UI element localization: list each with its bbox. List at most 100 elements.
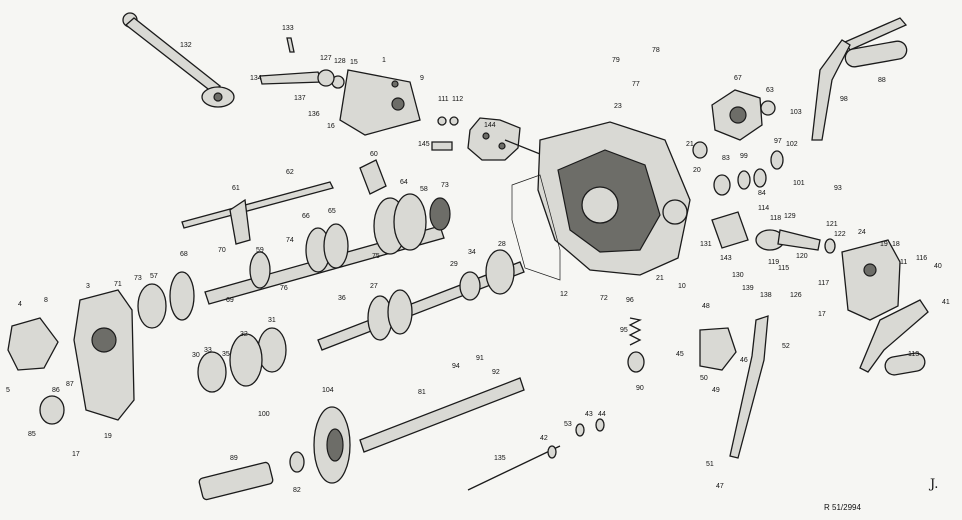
- part-number-label: 4: [18, 301, 22, 308]
- part-number-label: 130: [732, 272, 744, 279]
- part-number-label: 73: [134, 275, 142, 282]
- part-number-label: 115: [778, 265, 789, 272]
- part-number-label: 116: [916, 255, 927, 262]
- part-number-label: 90: [636, 385, 644, 392]
- part-number-label: 126: [790, 292, 802, 299]
- part-number-label: 97: [774, 138, 782, 145]
- part-number-label: 23: [614, 103, 622, 110]
- part-number-label: 119: [768, 259, 779, 266]
- part-number-label: 62: [286, 169, 294, 176]
- part-number-label: 145: [418, 141, 430, 148]
- part-number-label: 36: [338, 295, 346, 302]
- selector-rod-part: [181, 159, 387, 245]
- part-number-label: 129: [784, 213, 796, 220]
- part-number-label: 91: [476, 355, 484, 362]
- kickstart-crank-part: [811, 17, 908, 141]
- part-number-label: 82: [293, 487, 301, 494]
- part-number-label: 67: [734, 75, 742, 82]
- part-number-label: 20: [693, 167, 701, 174]
- part-number-label: 11: [900, 259, 907, 266]
- part-number-label: 117: [818, 280, 829, 287]
- kickstart-rod-part: [122, 12, 235, 108]
- part-number-label: 51: [706, 461, 714, 468]
- part-number-label: 81: [418, 389, 426, 396]
- outer-cover-part: [7, 289, 135, 425]
- part-number-label: 113: [908, 351, 919, 358]
- part-number-label: 68: [180, 251, 188, 258]
- inspection-cover-part: [259, 69, 421, 136]
- part-number-label: 96: [626, 297, 634, 304]
- part-number-label: 28: [498, 241, 506, 248]
- part-number-label: 45: [676, 351, 684, 358]
- part-number-label: 132: [180, 42, 192, 49]
- part-number-label: 24: [858, 229, 866, 236]
- part-number-label: 112: [452, 96, 463, 103]
- part-number-label: 18: [892, 241, 900, 248]
- part-number-label: 30: [192, 352, 200, 359]
- part-number-label: 121: [826, 221, 838, 228]
- part-number-label: 88: [878, 77, 886, 84]
- part-number-label: 44: [598, 411, 606, 418]
- part-number-label: 29: [450, 261, 458, 268]
- part-number-label: 42: [540, 435, 548, 442]
- part-number-label: 99: [740, 153, 748, 160]
- part-number-label: 21: [686, 141, 694, 148]
- part-number-label: 83: [722, 155, 730, 162]
- part-number-label: 143: [720, 255, 732, 262]
- part-number-label: 49: [712, 387, 720, 394]
- part-number-label: 47: [716, 483, 724, 490]
- part-number-label: 3: [86, 283, 90, 290]
- part-number-label: 35: [222, 351, 230, 358]
- screw-part: [286, 37, 295, 53]
- part-number-label: 87: [66, 381, 74, 388]
- part-number-label: 93: [834, 185, 842, 192]
- part-number-label: 84: [758, 190, 766, 197]
- part-number-label: 52: [782, 343, 790, 350]
- part-number-label: 89: [230, 455, 238, 462]
- part-number-label: 70: [218, 247, 226, 254]
- part-number-label: 85: [28, 431, 36, 438]
- cam-cover-part: [711, 89, 776, 141]
- part-number-label: 10: [678, 283, 686, 290]
- part-number-label: 31: [268, 317, 276, 324]
- part-number-label: 138: [760, 292, 772, 299]
- part-number-label: 50: [700, 375, 708, 382]
- part-number-label: 73: [441, 182, 449, 189]
- part-number-label: 58: [420, 186, 428, 193]
- part-number-label: 34: [468, 249, 476, 256]
- part-number-label: 98: [840, 96, 848, 103]
- part-number-label: 79: [612, 57, 620, 64]
- part-number-label: 57: [150, 273, 158, 280]
- part-number-label: 61: [232, 185, 240, 192]
- artist-signature: J.: [928, 477, 938, 492]
- part-number-label: 46: [740, 357, 748, 364]
- part-number-label: 101: [793, 180, 805, 187]
- part-number-label: 21: [656, 275, 664, 282]
- part-number-label: 100: [258, 411, 270, 418]
- right-cover-part: [841, 239, 929, 376]
- part-number-label: 72: [600, 295, 608, 302]
- part-number-label: 122: [834, 231, 846, 238]
- part-number-label: 19: [104, 433, 112, 440]
- part-number-label: 127: [320, 55, 332, 62]
- part-number-label: 137: [294, 95, 306, 102]
- part-number-label: 53: [564, 421, 572, 428]
- part-number-label: 66: [302, 213, 310, 220]
- part-number-label: 77: [632, 81, 640, 88]
- part-number-label: 94: [452, 363, 460, 370]
- part-number-label: 40: [934, 263, 942, 270]
- part-number-label: 17: [72, 451, 80, 458]
- part-number-label: 134: [250, 75, 262, 82]
- part-number-label: 48: [702, 303, 710, 310]
- reference-number: R 51/2994: [824, 503, 861, 512]
- part-number-label: 1: [382, 57, 386, 64]
- clutch-operating-part: [711, 211, 836, 254]
- part-number-label: 27: [370, 283, 378, 290]
- part-number-label: 131: [700, 241, 712, 248]
- kickstart-shaft-gear-part: [198, 377, 605, 501]
- part-number-label: 5: [6, 387, 10, 394]
- part-number-label: 128: [334, 58, 346, 65]
- mainshaft-gears-part: [137, 193, 451, 329]
- part-number-label: 76: [280, 285, 288, 292]
